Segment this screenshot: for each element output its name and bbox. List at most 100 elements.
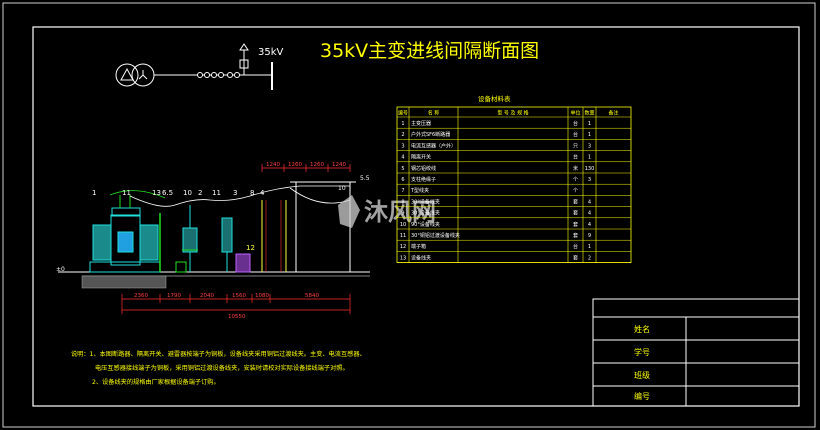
ct-body [221,217,233,253]
table-cell: 1 [588,155,591,161]
table-cell: 台 [573,120,578,127]
ct-symbol [239,59,249,69]
table-cell: 11 [400,233,406,239]
arrester-symbol [239,43,249,51]
table-cell: 4 [588,199,591,205]
table-cell: 30°设备线夹 [411,210,440,217]
callout-9: 8 [250,189,254,197]
table-cell: 端子箱 [411,243,426,250]
title-block-class-label: 班级 [634,370,650,380]
table-cell: 1 [401,121,404,127]
table-cell: 3 [588,177,591,183]
table-cell: 7 [401,188,404,194]
table-cell: 套 [573,221,578,228]
table-cell: 个 [573,177,578,183]
node-2 [204,72,210,78]
callout-5: 10 [183,189,192,197]
voltage-label: 35kV [258,47,284,58]
top-dim-4: 1240 [332,162,346,168]
table-cell: 套 [573,232,578,239]
table-cell: 90°设备线夹 [411,221,440,228]
table-cell: 3 [401,143,404,149]
bottom-dim-5: 1080 [255,293,269,299]
ground-level-mark: ±0 [56,266,65,273]
callout-right-2: 5.5 [360,175,370,182]
table-header-cell: 单位 [570,110,580,117]
table-cell: 套 [573,210,578,217]
table-cell: 套 [573,198,578,205]
terminal-box [235,253,251,273]
callout-6: 2 [198,189,202,197]
table-cell: 支柱绝缘子 [411,176,436,183]
table-cell: T型线夹 [410,187,429,194]
table-cell: 主变压器 [411,120,431,127]
table-cell: 2 [588,255,591,261]
table-cell: 户外式SF6断路器 [411,131,450,138]
wye-symbol [138,70,148,80]
table-header-cell: 名 称 [428,110,440,117]
note-line-3: 2、设备线夹的规格由厂家根据设备端子订购。 [92,378,220,386]
top-dim-1: 1240 [266,162,280,168]
callout-8: 3 [233,189,237,197]
table-cell: 5 [401,166,404,172]
table-cell: 4 [401,155,404,161]
transformer-core [117,231,134,253]
total-dim: 10550 [228,314,246,320]
table-cell: 台 [573,243,578,250]
table-header-cell: 型 号 及 规 格 [497,110,528,117]
table-cell: 13 [400,255,406,261]
table-cell: 设备线夹 [411,254,431,261]
table-cell: 只 [573,143,578,149]
label-12: 12 [246,244,255,252]
table-cell: 米 [573,165,578,172]
transformer-cover [111,207,141,217]
bottom-dim-3: 2040 [200,293,214,299]
title-block-name-label: 姓名 [634,324,650,334]
callout-right-1: 10 [338,185,346,192]
table-cell: 10 [400,222,406,228]
transformer-radiator-right [139,224,159,261]
bottom-dim-6: 5840 [305,293,319,299]
title-block-frame [592,298,800,407]
table-header-cell: 备注 [608,110,618,117]
section-diagram: ±0 12 10 5.5 [56,162,370,320]
watermark-text: 沐风网 [364,198,436,226]
table-header-cell: 数量 [584,110,594,117]
transformer-base [89,261,161,273]
top-dim-3: 1260 [310,162,324,168]
materials-title: 设备材料表 [478,94,511,103]
node-4 [218,72,224,78]
table-cell: 电流互感器（户外） [411,142,456,149]
watermark-logo-icon [338,195,360,228]
table-cell: 1 [588,121,591,127]
callout-10: 4 [260,189,265,197]
watermark: 沐风网 [338,195,436,228]
table-cell: 130 [585,166,595,172]
top-dim-2: 1260 [288,162,302,168]
table-cell: 30°设备线夹 [411,198,440,205]
note-line-2: 电压互感器接线端子为铜板，采用铜铝过渡设备线夹，安装时请校对实际设备接线端子对照… [95,364,349,372]
note-line-1: 说明：1、本图断路器、隔离开关、避雷器按端子为铜板，设备线夹采用铜铝过渡线夹。主… [71,350,366,358]
table-cell: 1 [588,244,591,250]
drawing-title: 35kV主变进线间隔断面图 [320,40,539,62]
node-6 [234,72,240,78]
table-cell: 9 [588,233,591,239]
table-cell: 4 [588,222,591,228]
transformer-winding-1 [115,63,139,87]
table-cell: 30°铜铝过渡设备线夹 [411,232,460,239]
breaker-body [182,227,198,253]
table-cell: 3 [588,143,591,149]
table-header-cell: 编号 [398,110,408,117]
title-block-code-label: 编号 [634,391,650,401]
transformer-radiator-left [92,224,112,261]
callout-4: 6.5 [162,189,173,197]
bottom-dim-2: 1790 [167,293,181,299]
table-cell: 台 [573,131,578,138]
callout-2: 11 [122,189,131,197]
bottom-dim-1: 2360 [134,293,148,299]
table-cell: 个 [573,188,578,194]
